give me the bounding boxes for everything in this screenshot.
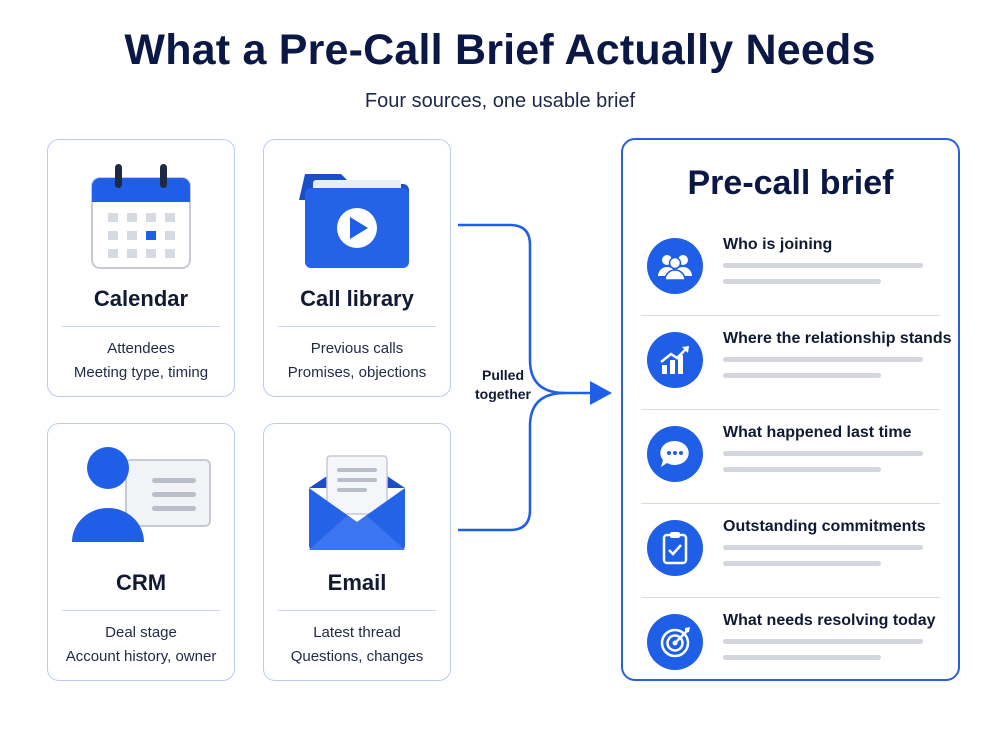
source-detail: Previous calls	[310, 340, 404, 357]
placeholder-line	[723, 451, 923, 456]
pre-call-brief-panel: Pre-call brief Who is joining Where the …	[621, 138, 960, 681]
target-icon	[647, 614, 703, 670]
page-subtitle: Four sources, one usable brief	[364, 90, 636, 112]
source-detail: Meeting type, timing	[73, 364, 209, 381]
placeholder-line	[723, 467, 881, 472]
clipboard-check-icon	[647, 520, 703, 576]
source-card-email: Email Latest thread Questions, changes	[263, 423, 451, 681]
source-detail: Attendees	[107, 340, 175, 357]
envelope-icon	[264, 438, 450, 558]
placeholder-line	[723, 373, 881, 378]
brief-item-label: Where the relationship stands	[723, 330, 952, 347]
source-name: Email	[327, 570, 387, 595]
placeholder-line	[723, 545, 923, 550]
video-folder-icon	[264, 154, 450, 274]
brief-item: Where the relationship stands	[623, 318, 958, 412]
source-card-crm: CRM Deal stage Account history, owner	[47, 423, 235, 681]
divider	[62, 610, 220, 611]
placeholder-line	[723, 357, 923, 362]
brief-item-label: What needs resolving today	[723, 612, 936, 629]
divider	[641, 409, 940, 410]
placeholder-line	[723, 639, 923, 644]
divider	[641, 315, 940, 316]
brief-item-label: Who is joining	[723, 236, 833, 253]
brief-item: What happened last time	[623, 412, 958, 506]
brief-title: Pre-call brief	[687, 164, 894, 202]
source-card-call-library: Call library Previous calls Promises, ob…	[263, 139, 451, 397]
divider	[278, 326, 436, 327]
divider	[641, 597, 940, 598]
calendar-icon	[48, 154, 234, 274]
source-detail: Questions, changes	[290, 648, 424, 665]
placeholder-line	[723, 655, 881, 660]
source-detail: Promises, objections	[287, 364, 427, 381]
merge-arrow	[458, 223, 612, 532]
source-detail: Deal stage	[105, 624, 177, 641]
people-icon	[647, 238, 703, 294]
placeholder-line	[723, 561, 881, 566]
divider	[62, 326, 220, 327]
brief-item: Who is joining	[623, 224, 958, 318]
chat-bubble-icon	[647, 426, 703, 482]
brief-item: Outstanding commitments	[623, 506, 958, 600]
source-name: CRM	[115, 570, 167, 595]
placeholder-line	[723, 263, 923, 268]
connector-label: Pulled together	[475, 367, 531, 402]
contact-card-icon	[48, 438, 234, 558]
page-title: What a Pre-Call Brief Actually Needs	[124, 26, 876, 74]
source-name: Call library	[300, 286, 414, 311]
brief-item-label: Outstanding commitments	[723, 518, 926, 535]
growth-chart-icon	[647, 332, 703, 388]
source-card-calendar: Calendar Attendees Meeting type, timing	[47, 139, 235, 397]
brief-item-label: What happened last time	[723, 424, 912, 441]
brief-item: What needs resolving today	[623, 600, 958, 694]
source-name: Calendar	[93, 286, 189, 311]
source-detail: Latest thread	[313, 624, 401, 641]
divider	[278, 610, 436, 611]
divider	[641, 503, 940, 504]
source-detail: Account history, owner	[65, 648, 217, 665]
placeholder-line	[723, 279, 881, 284]
